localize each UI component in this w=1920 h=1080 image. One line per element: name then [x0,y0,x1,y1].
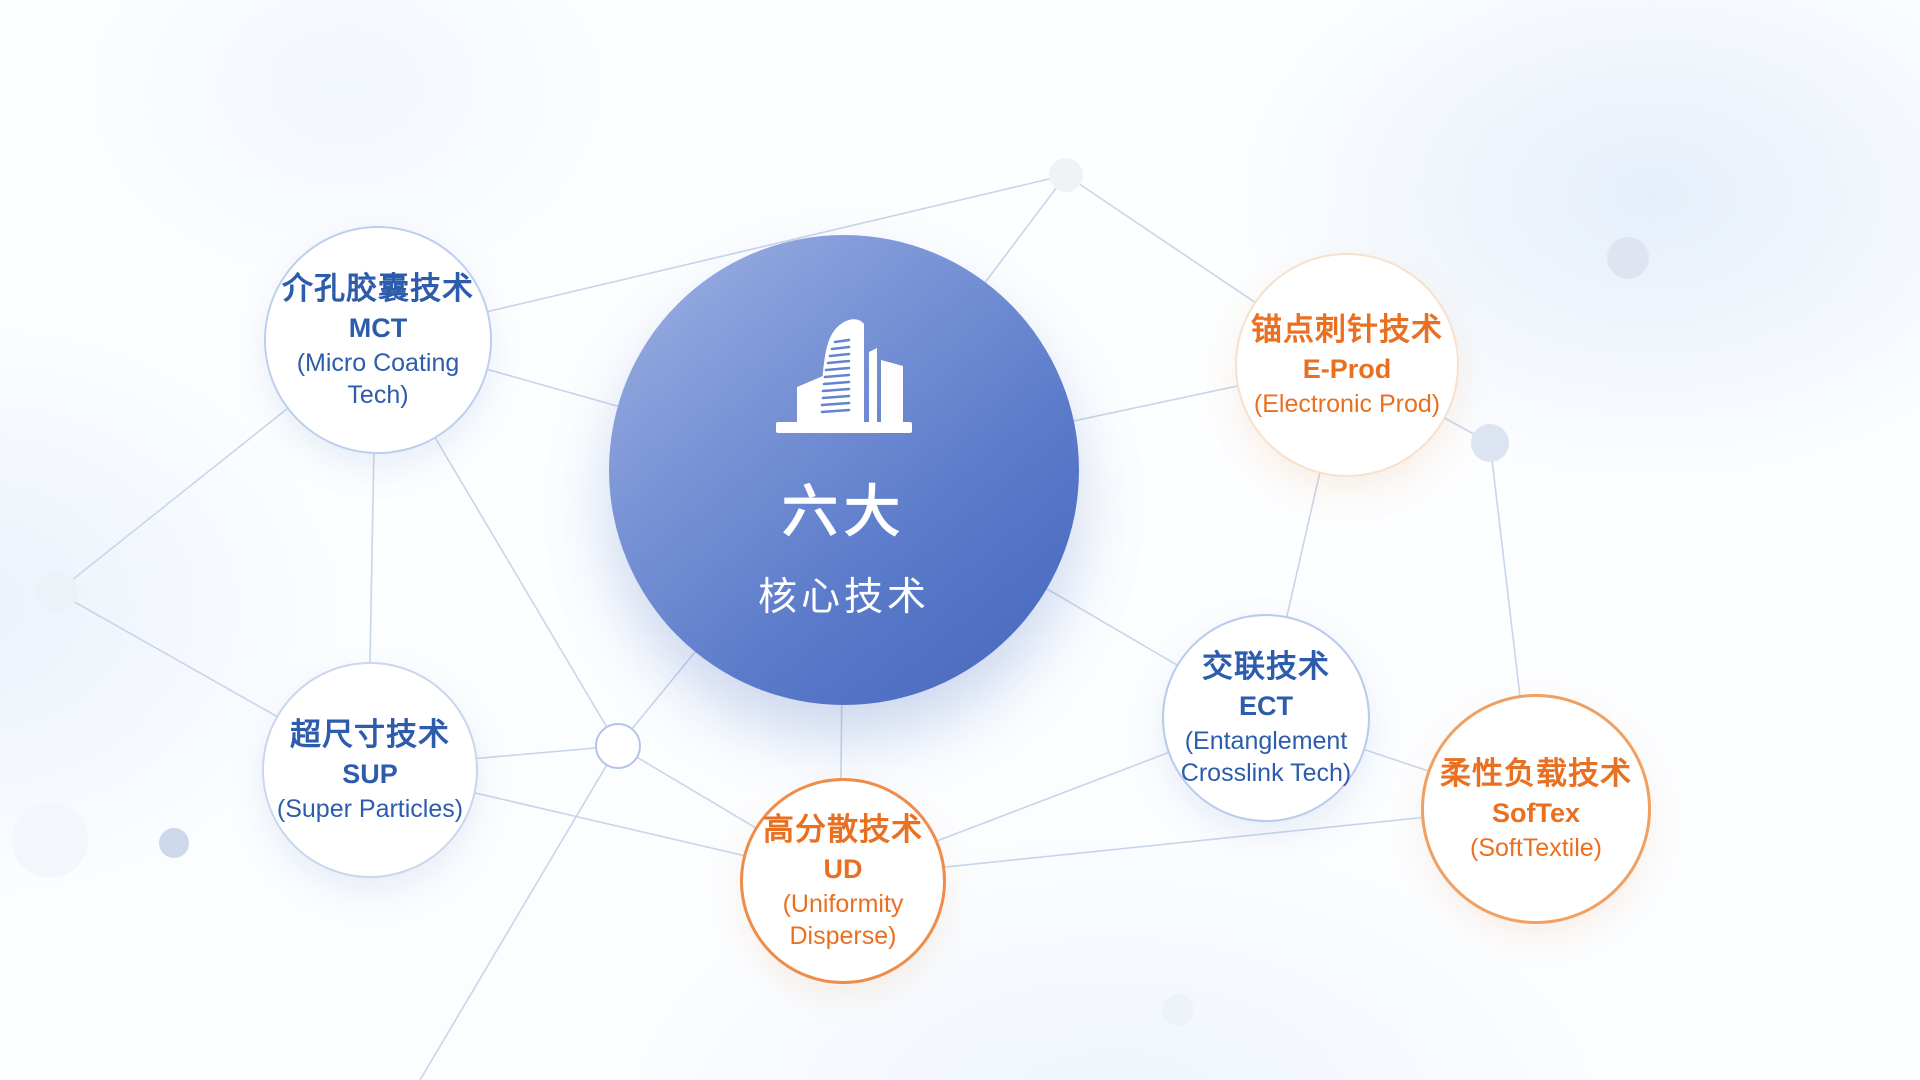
building-icon [769,312,919,437]
center-subtitle: 核心技术 [757,576,930,619]
node-e-prod: 锚点刺针技术 E-Prod (Electronic Prod) [1235,253,1459,477]
center-node: 六大 核心技术 [609,235,1079,705]
node-ud: 高分散技术 UD (Uniformity Disperse) [740,778,946,984]
node-fullname: (Super Particles) [276,795,464,824]
node-title-cn: 介孔胶囊技术 [282,270,474,306]
node-acronym: ECT [1239,690,1293,721]
center-title: 六大 [782,480,906,543]
node-title-cn: 锚点刺针技术 [1251,311,1443,347]
node-acronym: E-Prod [1302,353,1392,384]
node-fullname: (SoftTextile) [1470,834,1602,863]
node-title-cn: 柔性负载技术 [1440,755,1632,791]
node-fullname: (Electronic Prod) [1253,390,1441,419]
node-softex: 柔性负载技术 SofTex (SoftTextile) [1421,694,1651,924]
node-fullname: (Uniformity Disperse) [782,890,904,951]
node-fullname: (Micro Coating Tech) [296,349,460,410]
node-sup: 超尺寸技术 SUP (Super Particles) [262,662,478,878]
node-acronym: MCT [348,312,408,343]
node-mct: 介孔胶囊技术 MCT (Micro Coating Tech) [264,226,492,454]
node-acronym: SofTex [1491,797,1580,828]
node-acronym: SUP [342,758,398,789]
node-title-cn: 交联技术 [1202,648,1330,684]
node-title-cn: 高分散技术 [763,811,923,847]
junction-circle [595,723,641,769]
node-ect: 交联技术 ECT (Entanglement Crosslink Tech) [1162,614,1370,822]
node-acronym: UD [823,853,863,884]
node-title-cn: 超尺寸技术 [290,716,450,752]
node-fullname: (Entanglement Crosslink Tech) [1180,727,1352,788]
decorative-dots [12,158,1649,1026]
